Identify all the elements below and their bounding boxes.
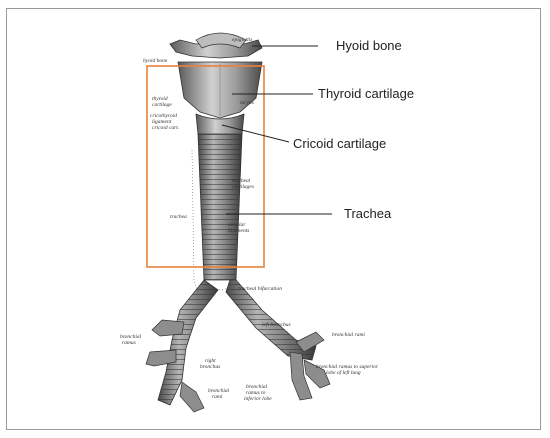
label-tracheal-bifurcation: tracheal bifurcation: [238, 285, 282, 292]
label-bronchial-ramus-left-1: bronchial: [120, 334, 142, 340]
bronchi-shape: [145, 279, 331, 413]
label-bronchial-inferior-3: inferior lobe: [244, 395, 272, 402]
trachea-shape: [197, 133, 243, 281]
label-bronchial-ramus-left-2: ramus: [122, 340, 136, 346]
callout-thyroid-cartilage: Thyroid cartilage: [318, 86, 415, 101]
callout-trachea: Trachea: [344, 206, 392, 221]
label-bronchial-superior-2: lobe of left lung: [326, 369, 361, 376]
label-annular-2: ligaments: [228, 228, 249, 234]
label-cricothyroid-1: cricothyroid: [150, 113, 177, 119]
label-bronchial-superior-1: bronchial ramus to superior: [316, 364, 379, 370]
label-tracheal-2: cartilages: [232, 184, 254, 190]
label-epiglottis: epiglottis: [232, 37, 252, 43]
small-labels: epiglottis hyoid bone thyroid cartilage …: [120, 37, 379, 402]
figure-frame: [6, 8, 541, 430]
thyroid-cartilage-shape: [177, 61, 263, 119]
label-cricothyroid-2: ligament: [152, 119, 172, 125]
callout-hyoid-bone: Hyoid bone: [336, 38, 402, 53]
label-bronchial-inferior-2: ramus to: [246, 390, 266, 396]
label-thyroid-1: thyroid: [152, 96, 168, 102]
callout-cricoid-cartilage: Cricoid cartilage: [293, 136, 387, 151]
highlight-box: [146, 65, 265, 268]
label-thyroid-2: cartilage: [152, 102, 172, 108]
label-annular-1: annular: [228, 222, 246, 228]
label-larynx: larynx: [240, 100, 255, 106]
label-bronchial-rami: bronchial rami: [332, 332, 365, 338]
label-bronchial-rami-bottom-2: rami: [212, 394, 223, 400]
label-bronchial-rami-bottom-1: bronchial: [208, 388, 230, 394]
guide-lines: [191, 149, 235, 301]
leader-lines: [221, 45, 332, 215]
label-tracheal-1: tracheal: [232, 178, 251, 184]
label-right-bronchus-1: right: [205, 358, 216, 364]
epiglottis-shape: [195, 32, 247, 49]
label-right-bronchus-2: bronchus: [200, 364, 220, 370]
label-hyoid-bone: hyoid bone: [143, 58, 168, 64]
label-bronchial-inferior-1: bronchial: [246, 384, 268, 390]
label-trachea-small: trachea: [170, 214, 187, 220]
label-left-bronchus: left bronchus: [262, 321, 291, 328]
label-cricoid-cart: cricoid cart.: [152, 125, 179, 131]
